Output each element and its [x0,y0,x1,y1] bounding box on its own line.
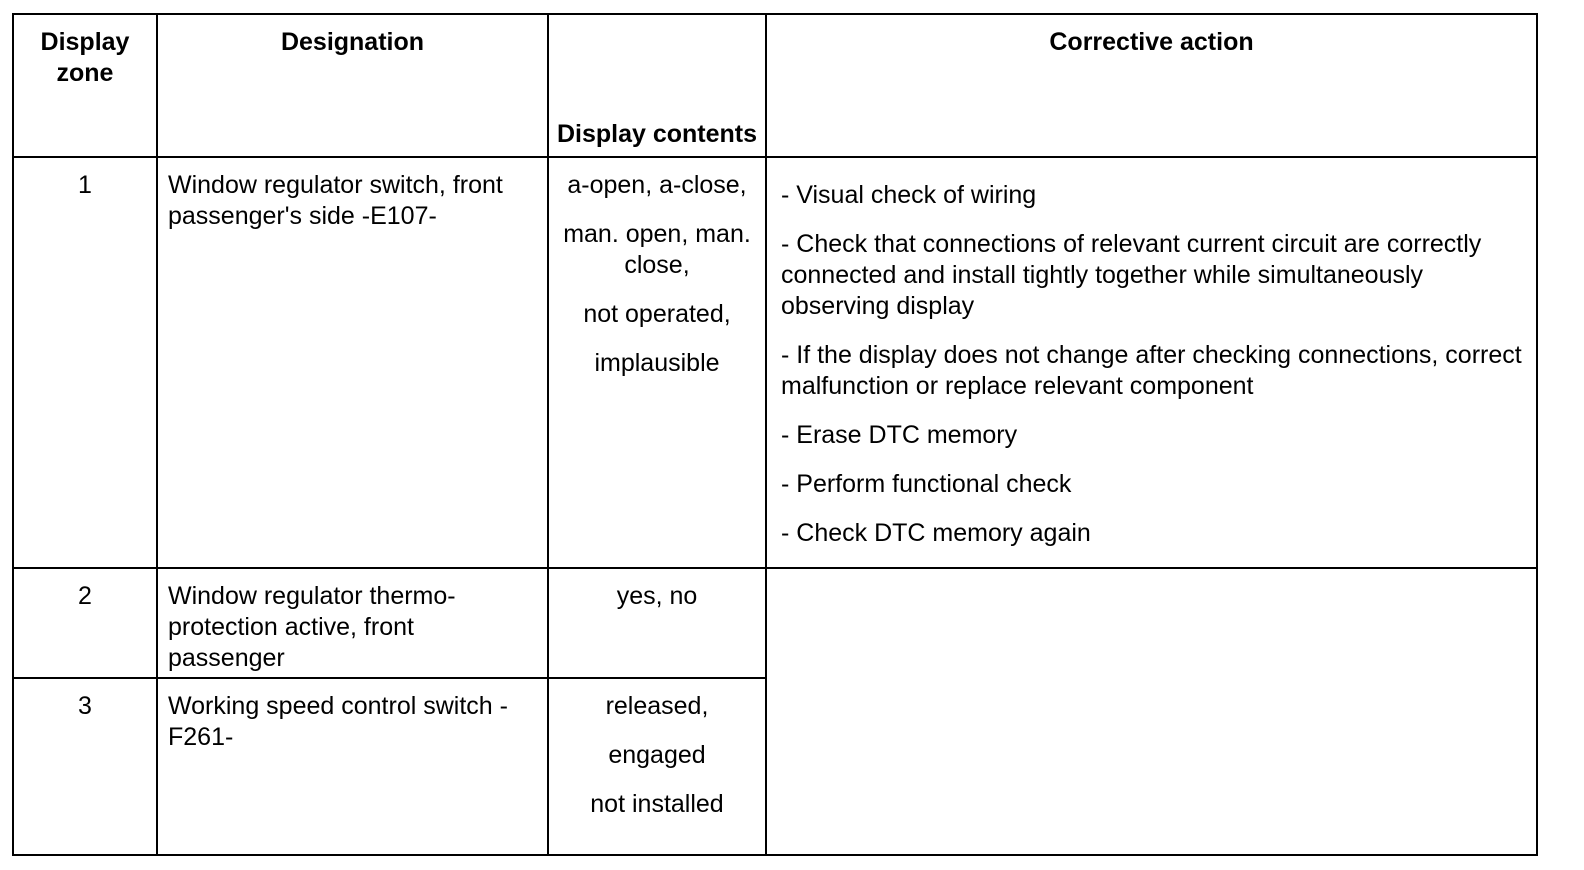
contents-item: engaged [608,741,706,769]
diagnostic-table: Display zone Designation Display content… [12,13,1538,856]
contents-item: man. open, man. close, [563,220,751,279]
table-row: 1 Window regulator switch, front passeng… [12,156,1538,569]
zone-cell: 3 [12,677,158,856]
action-step: - If the display does not change after c… [781,341,1522,400]
contents-item: a-open, a-close, [567,171,747,199]
contents-cell: yes, no [547,567,767,679]
action-step: - Erase DTC memory [781,421,1018,449]
table-row: 2 Window regulator thermo-protection act… [12,567,1538,856]
action-step: - Visual check of wiring [781,181,1037,209]
table-row: 3 Working speed control switch -F261- re… [12,677,1537,856]
designation-cell: Working speed control switch -F261- [156,677,549,856]
contents-item: yes, no [616,582,698,610]
header-corrective-action: Corrective action [765,13,1538,158]
designation-cell: Window regulator switch, front passenger… [156,156,549,569]
contents-cell: released, engaged not installed [547,677,767,856]
designation-cell: Window regulator thermo-protection activ… [156,567,549,679]
empty-action-cell [765,567,1538,856]
zone-cell: 1 [12,156,158,569]
contents-item: released, [605,692,709,720]
contents-item: implausible [594,349,720,377]
action-step: - Perform functional check [781,470,1072,498]
zone-cell: 2 [12,567,158,679]
header-display-contents: Display contents [547,13,767,158]
corrective-action-cell: - Visual check of wiring - Check that co… [765,156,1538,569]
header-display-zone: Display zone [12,13,158,158]
header-display-contents-label: Display contents [556,120,758,148]
header-designation: Designation [156,13,549,158]
contents-cell: a-open, a-close, man. open, man. close, … [547,156,767,569]
header-designation-label: Designation [280,28,425,56]
contents-item: not operated, [583,300,731,328]
action-step: - Check DTC memory again [781,519,1091,547]
contents-item: not installed [590,790,724,818]
header-display-zone-label: Display zone [40,28,130,87]
header-corrective-action-label: Corrective action [1049,28,1254,56]
action-step: - Check that connections of relevant cur… [781,230,1482,320]
header-row: Display zone Designation Display content… [12,13,1538,158]
